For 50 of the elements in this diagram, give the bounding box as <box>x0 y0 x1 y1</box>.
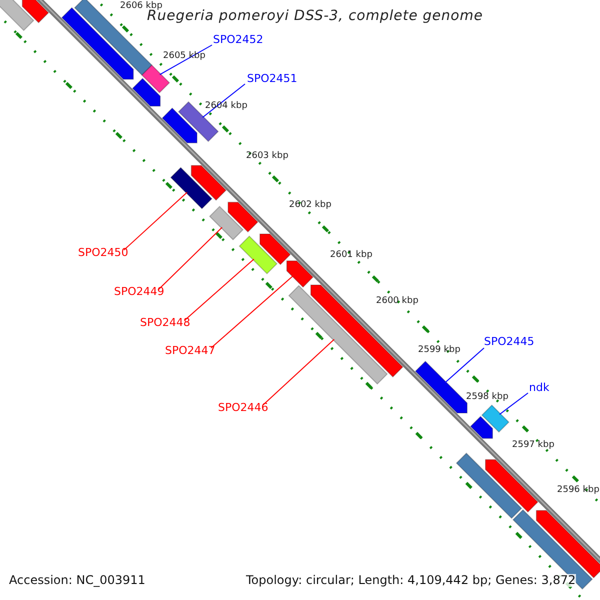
gene-label: SPO2446 <box>218 402 268 414</box>
leader-line <box>444 348 484 384</box>
leader-line <box>124 192 188 250</box>
tick-label: 2597 kbp <box>512 441 554 451</box>
gene-feature <box>61 7 134 80</box>
gene-label: SPO2450 <box>78 247 128 260</box>
gene-feature <box>286 260 314 288</box>
gene-feature <box>141 64 170 94</box>
genome-info-text: Topology: circular; Length: 4,109,442 bp; Genes: 3,872 <box>246 574 576 588</box>
leader-line <box>159 44 212 76</box>
tick-label: 2599 kbp <box>418 346 460 356</box>
gene-label: SPO2445 <box>484 336 534 348</box>
gene-feature <box>0 0 34 32</box>
gene-feature <box>310 284 404 378</box>
gene-label: SPO2448 <box>140 317 190 330</box>
tick-label: 2605 kbp <box>163 52 206 62</box>
gene-label: SPO2447 <box>165 345 216 358</box>
gene-feature <box>209 206 244 240</box>
leader-line <box>184 258 254 320</box>
title: Ruegeria pomeroyi DSS-3, complete genome <box>147 9 483 24</box>
gene-label: ndk <box>529 382 550 394</box>
gene-feature <box>484 459 539 513</box>
gene-label: SPO2449 <box>114 286 164 298</box>
leader-line <box>210 275 294 348</box>
gene-label: SPO2451 <box>247 73 298 86</box>
gene-feature <box>170 166 213 210</box>
leader-line <box>202 84 246 118</box>
tick-label: 2598 kbp <box>466 393 508 403</box>
gene-feature <box>190 164 227 201</box>
gene-label: SPO2452 <box>213 34 264 46</box>
gene-feature <box>259 234 292 266</box>
leader-line <box>262 338 335 406</box>
leader-line <box>158 226 223 290</box>
gene-feature <box>162 107 198 144</box>
gene-feature <box>481 404 510 433</box>
tick-label: 2601 kbp <box>330 251 372 261</box>
tick-label: 2600 kbp <box>376 297 418 307</box>
tick-label: 2602 kbp <box>289 201 332 211</box>
gene-feature <box>238 235 278 274</box>
gene-feature <box>456 452 522 520</box>
gene-feature <box>228 202 258 233</box>
tick-label: 2603 kbp <box>246 152 288 162</box>
tick-label: 2596 kbp <box>557 486 600 496</box>
leader-line <box>499 392 528 415</box>
tick-label: 2606 kbp <box>120 2 162 11</box>
gene-feature <box>414 360 468 414</box>
gene-feature <box>470 416 494 439</box>
accession-text: Accession: NC_003911 <box>9 574 146 588</box>
gene-feature <box>22 0 50 24</box>
gene-feature <box>132 78 161 107</box>
